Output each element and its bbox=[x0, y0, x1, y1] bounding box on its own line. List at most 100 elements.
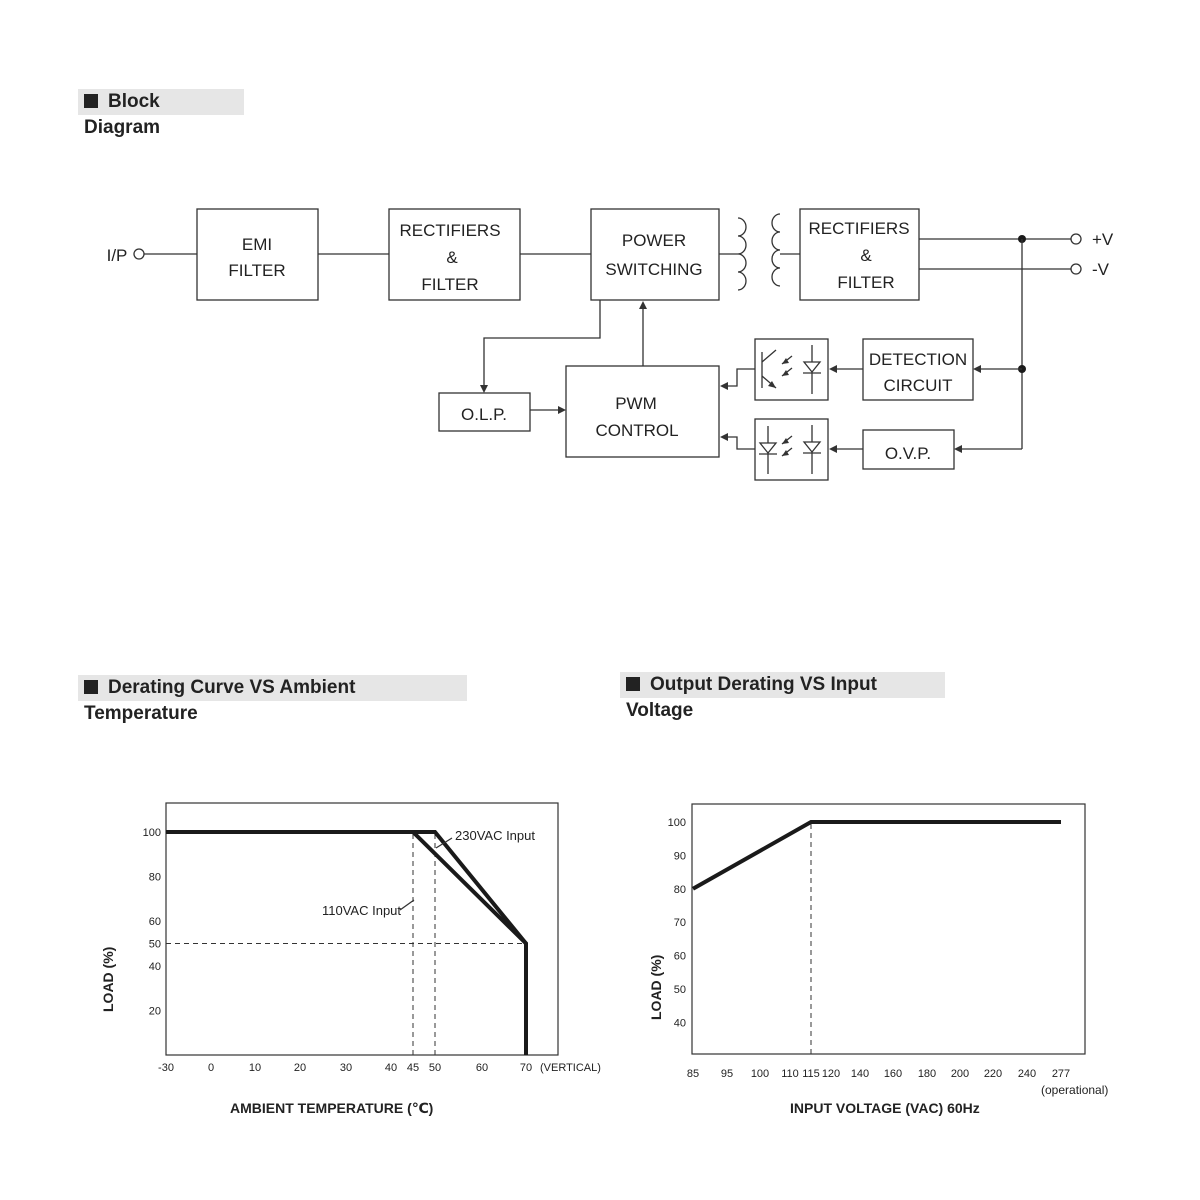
chart1-x-tick-label: 20 bbox=[294, 1062, 306, 1074]
chart1-x-tick-note: (VERTICAL) bbox=[540, 1062, 601, 1074]
chart1-annotation-110vac: 110VAC Input bbox=[322, 903, 401, 918]
chart1-y-tick-label: 50 bbox=[149, 939, 161, 951]
chart1-y-tick-label: 40 bbox=[149, 961, 161, 973]
derating-temp-title: Derating Curve VS Ambient Temperature bbox=[78, 675, 467, 724]
chart2-x-tick-label: 120 bbox=[822, 1068, 840, 1080]
olp-label: O.L.P. bbox=[461, 405, 507, 424]
rect1-line2: & bbox=[446, 248, 458, 267]
chart1-x-tick-label: 60 bbox=[476, 1062, 488, 1074]
chart1-x-tick-label: 40 bbox=[385, 1062, 397, 1074]
chart1-annotation-leader bbox=[399, 899, 415, 911]
chart2-y-tick-label: 80 bbox=[674, 884, 686, 896]
chart2-x-tick-label: 85 bbox=[687, 1068, 699, 1080]
emi-filter-block bbox=[196, 208, 319, 301]
optocoupler-icon bbox=[754, 418, 829, 481]
wire-opto-pwm bbox=[726, 368, 755, 387]
chart1-xlabel: AMBIENT TEMPERATURE (℃) bbox=[230, 1100, 433, 1116]
chart1-annotation-230vac: 230VAC Input bbox=[455, 828, 535, 843]
rectifier-filter-block-1 bbox=[388, 208, 521, 301]
chart2-x-tick-label: 240 bbox=[1018, 1068, 1036, 1080]
chart1-x-tick-label: 70 bbox=[520, 1062, 532, 1074]
chart2-x-tick-label: 100 bbox=[751, 1068, 769, 1080]
chart1-x-tick-label: 0 bbox=[208, 1062, 214, 1074]
rect2-line2: & bbox=[860, 246, 872, 265]
chart2-x-tick-label: 277 bbox=[1052, 1068, 1070, 1080]
chart2-x-tick-label: 180 bbox=[918, 1068, 936, 1080]
chart2-x-tick-note: (operational) bbox=[1041, 1083, 1108, 1097]
emi-line1: EMI bbox=[242, 235, 272, 254]
chart1-x-tick-label: -30 bbox=[158, 1062, 174, 1074]
rect1-line1: RECTIFIERS bbox=[399, 221, 500, 240]
arrow-icon bbox=[480, 385, 488, 393]
detection-circuit-block bbox=[862, 338, 974, 401]
chart2-x-tick-label: 140 bbox=[851, 1068, 869, 1080]
chart2-y-tick-label: 100 bbox=[668, 817, 686, 829]
chart2-x-tick-label: 220 bbox=[984, 1068, 1002, 1080]
emi-line2: FILTER bbox=[228, 261, 285, 280]
detection-line1: DETECTION bbox=[869, 350, 967, 369]
minus-v-terminal bbox=[1070, 263, 1082, 275]
arrow-icon bbox=[954, 445, 962, 453]
chart2-frame bbox=[691, 803, 1086, 1055]
ip-label: I/P bbox=[107, 246, 128, 265]
ovp-label: O.V.P. bbox=[885, 444, 931, 463]
arrow-icon bbox=[829, 445, 837, 453]
plus-v-label: +V bbox=[1092, 230, 1114, 249]
title-square-icon bbox=[626, 677, 640, 691]
chart1-x-tick-label: 10 bbox=[249, 1062, 261, 1074]
chart1-ylabel: LOAD (%) bbox=[100, 947, 116, 1012]
chart2-y-tick-label: 40 bbox=[674, 1017, 686, 1029]
chart2-x-tick-label: 115 bbox=[802, 1068, 820, 1080]
chart1-annotation-leader bbox=[435, 837, 453, 849]
power-switching-block bbox=[590, 208, 720, 301]
rect1-line3: FILTER bbox=[421, 275, 478, 294]
chart2-x-tick-label: 200 bbox=[951, 1068, 969, 1080]
rect2-line3: FILTER bbox=[837, 273, 894, 292]
chart1-series-line-110vac bbox=[166, 830, 528, 1055]
chart2-x-tick-label: 160 bbox=[884, 1068, 902, 1080]
block-diagram-title: Block Diagram bbox=[78, 89, 244, 138]
chart2-series-line bbox=[692, 820, 1061, 891]
power-line1: POWER bbox=[622, 231, 686, 250]
chart1-y-tick-label: 100 bbox=[143, 827, 161, 839]
optocoupler-icon bbox=[754, 338, 829, 401]
chart1-x-tick-label: 45 bbox=[407, 1062, 419, 1074]
chart1-y-tick-label: 20 bbox=[149, 1005, 161, 1017]
arrow-icon bbox=[829, 365, 837, 373]
detection-line2: CIRCUIT bbox=[884, 376, 953, 395]
chart2-y-tick-label: 60 bbox=[674, 951, 686, 963]
wire-opto-pwm bbox=[726, 436, 755, 450]
title-square-icon bbox=[84, 94, 98, 108]
derating-voltage-title: Output Derating VS Input Voltage bbox=[620, 672, 945, 721]
transformer-icon bbox=[737, 213, 781, 291]
chart2-y-tick-label: 90 bbox=[674, 850, 686, 862]
chart2-y-tick-label: 50 bbox=[674, 984, 686, 996]
chart1-x-tick-label: 30 bbox=[340, 1062, 352, 1074]
pwm-line2: CONTROL bbox=[595, 421, 678, 440]
arrow-icon bbox=[558, 406, 566, 414]
pwm-control-block bbox=[565, 365, 720, 458]
chart1-y-tick-label: 80 bbox=[149, 872, 161, 884]
arrow-icon bbox=[639, 301, 647, 309]
chart2-ylabel: LOAD (%) bbox=[648, 955, 664, 1020]
chart2-xlabel: INPUT VOLTAGE (VAC) 60Hz bbox=[790, 1100, 980, 1116]
arrow-icon bbox=[720, 433, 728, 441]
ovp-block bbox=[862, 429, 955, 470]
rect2-line1: RECTIFIERS bbox=[808, 219, 909, 238]
arrow-icon bbox=[720, 382, 728, 390]
minus-v-label: -V bbox=[1092, 260, 1110, 279]
wire-power-olp bbox=[483, 300, 601, 387]
chart1-x-tick-label: 50 bbox=[429, 1062, 441, 1074]
pwm-line1: PWM bbox=[615, 394, 657, 413]
title-square-icon bbox=[84, 680, 98, 694]
arrow-icon bbox=[973, 365, 981, 373]
olp-block bbox=[438, 392, 531, 432]
chart2-y-tick-label: 70 bbox=[674, 917, 686, 929]
chart2-x-tick-label: 95 bbox=[721, 1068, 733, 1080]
plus-v-terminal bbox=[1070, 233, 1082, 245]
rectifier-filter-block-2 bbox=[799, 208, 920, 301]
chart1-frame bbox=[165, 802, 559, 1056]
